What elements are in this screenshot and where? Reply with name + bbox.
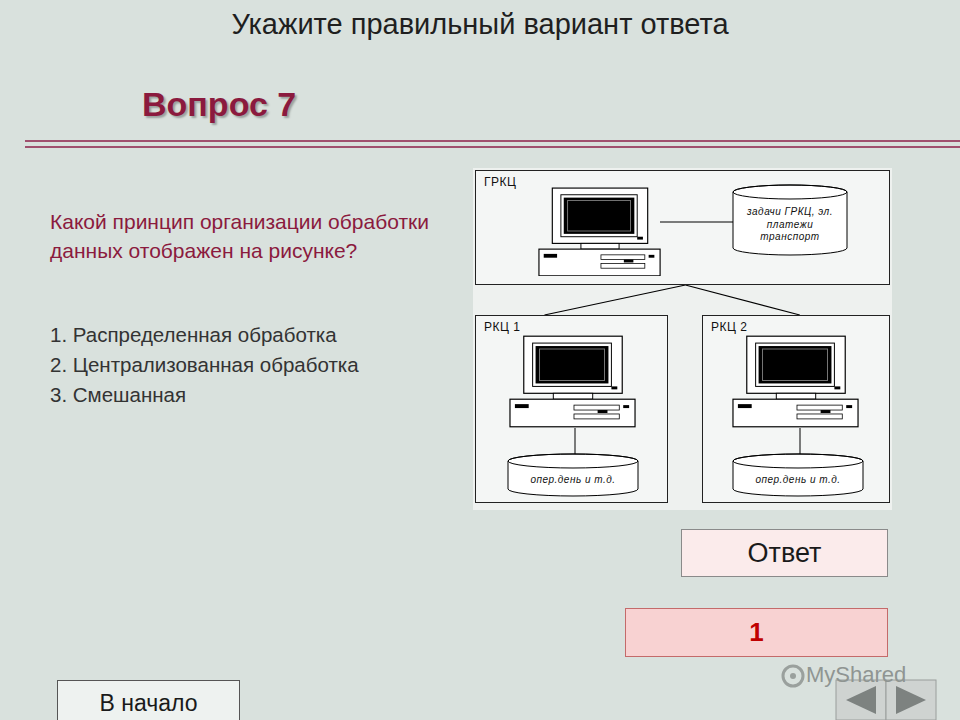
answer-button: Ответ <box>681 529 888 577</box>
answer-option: 3. Смешанная <box>50 383 450 408</box>
storage-label: опер.день и т.д. <box>755 474 840 487</box>
box-heading: РКЦ 1 <box>484 320 520 334</box>
connector-line <box>544 285 685 315</box>
connector-line <box>685 285 799 315</box>
storage-label: опер.день и т.д. <box>530 474 615 487</box>
storage-cylinder: опер.день и т.д. <box>733 454 863 496</box>
button-label: В начало <box>100 690 198 717</box>
center-box: опер.день и т.д. РКЦ 2 <box>702 315 890 503</box>
slide-title: Укажите правильный вариант ответа <box>0 8 960 41</box>
center-box: опер.день и т.д. РКЦ 1 <box>475 315 668 503</box>
box-heading: РКЦ 2 <box>711 320 747 334</box>
watermark: MyShared <box>806 662 946 688</box>
box-heading: ГРКЦ <box>484 175 516 189</box>
storage-label: задачи ГРКЦ, эл. платежи транспорт <box>739 206 841 244</box>
question-text: Какой принцип организации обработки данн… <box>50 207 430 266</box>
center-box: задачи ГРКЦ, эл. платежи транспорт ГРКЦ <box>475 170 890 285</box>
home-button: В начало <box>57 680 240 720</box>
answer-option: 2. Централизованная обработка <box>50 353 450 378</box>
answer-value: 1 <box>625 608 888 657</box>
button-label: 1 <box>749 617 763 648</box>
storage-cylinder: опер.день и т.д. <box>508 454 638 496</box>
answer-option: 1. Распределенная обработка <box>50 323 450 348</box>
button-label: Ответ <box>748 538 822 569</box>
question-number: Вопрос 7 <box>142 84 442 125</box>
storage-cylinder: задачи ГРКЦ, эл. платежи транспорт <box>733 185 847 255</box>
